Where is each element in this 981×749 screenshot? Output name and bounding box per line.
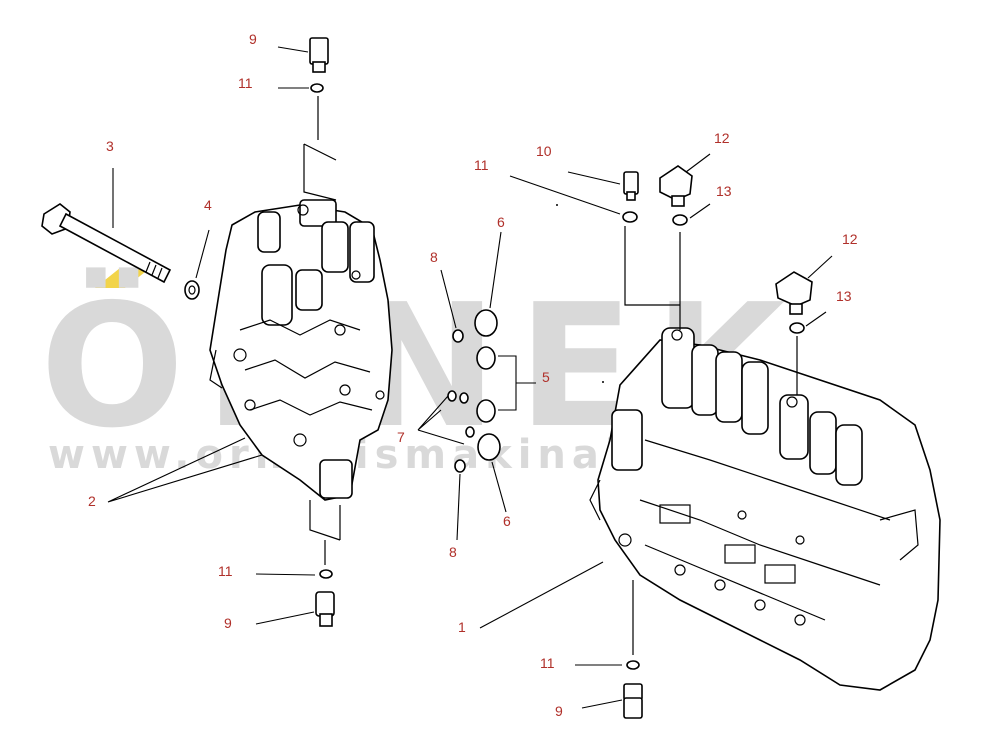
leader-2 bbox=[107, 437, 263, 503]
callout-11-bottom-right: 11 bbox=[540, 655, 555, 671]
oring-part-13-b bbox=[789, 322, 805, 334]
centerline-right-top bbox=[624, 226, 681, 330]
callout-5: 5 bbox=[542, 369, 550, 385]
dot-mark-1 bbox=[556, 204, 558, 206]
leader-11-right-top bbox=[509, 175, 621, 215]
leader-8-top bbox=[440, 269, 457, 329]
callout-11-top: 11 bbox=[238, 75, 253, 91]
plug-part-12-a bbox=[659, 165, 693, 207]
leader-7 bbox=[417, 395, 465, 445]
oring-part-6-bottom bbox=[477, 433, 501, 461]
oring-part-13-a bbox=[672, 214, 688, 226]
oring-part-11-bottom-left bbox=[319, 569, 333, 579]
callout-8-top: 8 bbox=[430, 249, 438, 265]
leader-11-bottom-left bbox=[255, 573, 316, 576]
oring-part-11-bottom-right bbox=[626, 660, 640, 670]
leader-12-a bbox=[685, 153, 711, 173]
callout-3: 3 bbox=[106, 138, 114, 154]
plug-part-9-bottom-right bbox=[623, 683, 643, 719]
plug-part-9-bottom-left bbox=[315, 591, 335, 627]
leader-6-bottom bbox=[491, 461, 507, 513]
bolt-part-3 bbox=[41, 203, 172, 284]
callout-11-right-top: 11 bbox=[474, 157, 489, 173]
callout-12-a: 12 bbox=[714, 130, 730, 146]
oring-part-11-top bbox=[310, 83, 324, 93]
leader-9-bottom-right bbox=[581, 699, 623, 709]
fitting-part-10 bbox=[623, 171, 639, 201]
callout-6-bottom: 6 bbox=[503, 513, 511, 529]
oring-part-8-bottom bbox=[454, 459, 466, 473]
oring-part-5-lower bbox=[476, 399, 496, 423]
callout-8-bottom: 8 bbox=[449, 544, 457, 560]
callout-1: 1 bbox=[458, 619, 466, 635]
watermark-accent-shape bbox=[95, 268, 150, 288]
leader-6-top bbox=[489, 231, 502, 309]
main-valve-body bbox=[589, 327, 941, 691]
leader-9-bottom-left bbox=[255, 611, 315, 625]
leader-1 bbox=[479, 561, 604, 629]
callout-9-top: 9 bbox=[249, 31, 257, 47]
plug-part-12-b bbox=[775, 271, 813, 315]
callout-9-bottom-left: 9 bbox=[224, 615, 232, 631]
callout-2: 2 bbox=[88, 493, 96, 509]
oring-part-7-b bbox=[459, 392, 469, 404]
callout-4: 4 bbox=[204, 197, 212, 213]
oring-part-7-c bbox=[465, 426, 475, 438]
oring-group-middle bbox=[447, 309, 501, 473]
oring-part-11-right-top bbox=[622, 211, 638, 223]
washer-part-4 bbox=[184, 280, 200, 300]
callout-labels: 9 11 3 4 2 11 9 8 6 5 7 6 8 11 10 12 13 … bbox=[88, 31, 858, 719]
valve-section-left bbox=[209, 199, 393, 501]
callout-11-bottom-left: 11 bbox=[218, 563, 233, 579]
callout-6-top: 6 bbox=[497, 214, 505, 230]
dot-mark-2 bbox=[602, 381, 604, 383]
centerline-top-left bbox=[303, 96, 337, 201]
callout-10: 10 bbox=[536, 143, 552, 159]
leader-4 bbox=[195, 229, 210, 279]
callout-7: 7 bbox=[397, 429, 405, 445]
oring-part-7-a bbox=[447, 390, 457, 402]
callout-12-b: 12 bbox=[842, 231, 858, 247]
oring-part-5-upper bbox=[476, 346, 496, 370]
leader-13-b bbox=[805, 311, 827, 327]
callout-13-a: 13 bbox=[716, 183, 732, 199]
centerline-bottom-left bbox=[309, 500, 341, 565]
callout-13-b: 13 bbox=[836, 288, 852, 304]
leader-5 bbox=[498, 355, 536, 411]
callout-9-bottom-right: 9 bbox=[555, 703, 563, 719]
plug-part-9-top bbox=[309, 37, 329, 73]
oring-part-6-top bbox=[474, 309, 498, 337]
leader-10 bbox=[567, 171, 621, 185]
leader-8-bottom bbox=[456, 473, 461, 541]
leader-12-b bbox=[807, 255, 833, 279]
leader-13-a bbox=[689, 203, 711, 219]
oring-part-8-top bbox=[452, 329, 464, 343]
leader-9-top bbox=[277, 46, 309, 53]
